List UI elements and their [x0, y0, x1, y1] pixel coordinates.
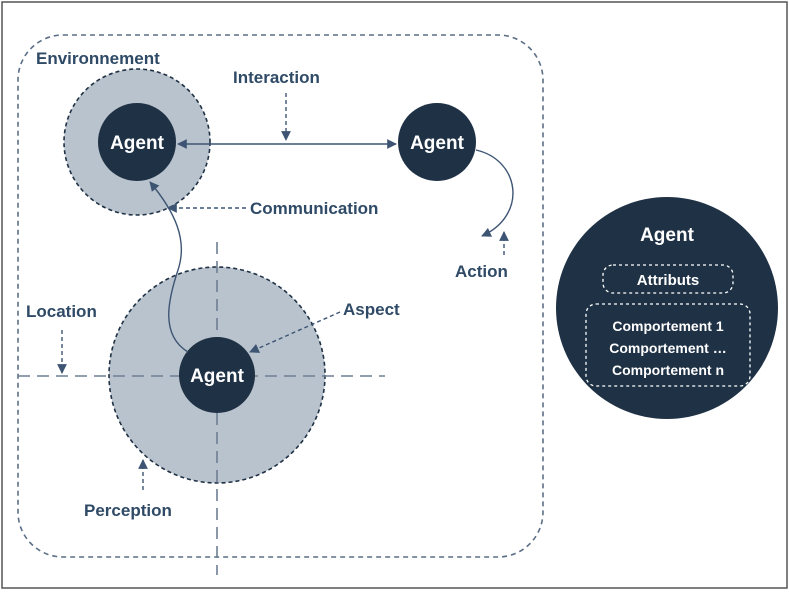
aspect-label: Aspect: [343, 300, 400, 319]
agent-structure-circle: [556, 197, 778, 419]
top-right-agent: [398, 103, 476, 181]
behavior-1-label: Comportement 1: [612, 318, 723, 334]
environment-boundary: [17, 34, 544, 558]
behavior-n-label: Comportement n: [612, 362, 724, 378]
behaviors-box: [585, 303, 751, 387]
location-label: Location: [26, 302, 97, 321]
aspect-pointer: [249, 311, 341, 353]
action-curve: [475, 149, 514, 237]
center-agent: [179, 337, 255, 413]
interaction-label: Interaction: [233, 68, 320, 87]
top-left-agent: [98, 103, 176, 181]
behavior-2-label: Comportement …: [609, 340, 726, 356]
perception-label: Perception: [84, 501, 172, 520]
action-label: Action: [455, 262, 508, 281]
center-agent-label: Agent: [190, 366, 245, 387]
top-left-agent-label: Agent: [110, 133, 165, 154]
environment-label: Environnement: [36, 49, 160, 68]
communication-label: Communication: [250, 199, 378, 218]
attributes-box: [602, 264, 734, 294]
top-right-agent-label: Agent: [410, 133, 465, 154]
attributes-label: Attributs: [637, 272, 700, 289]
agent-structure-title: Agent: [640, 225, 695, 246]
